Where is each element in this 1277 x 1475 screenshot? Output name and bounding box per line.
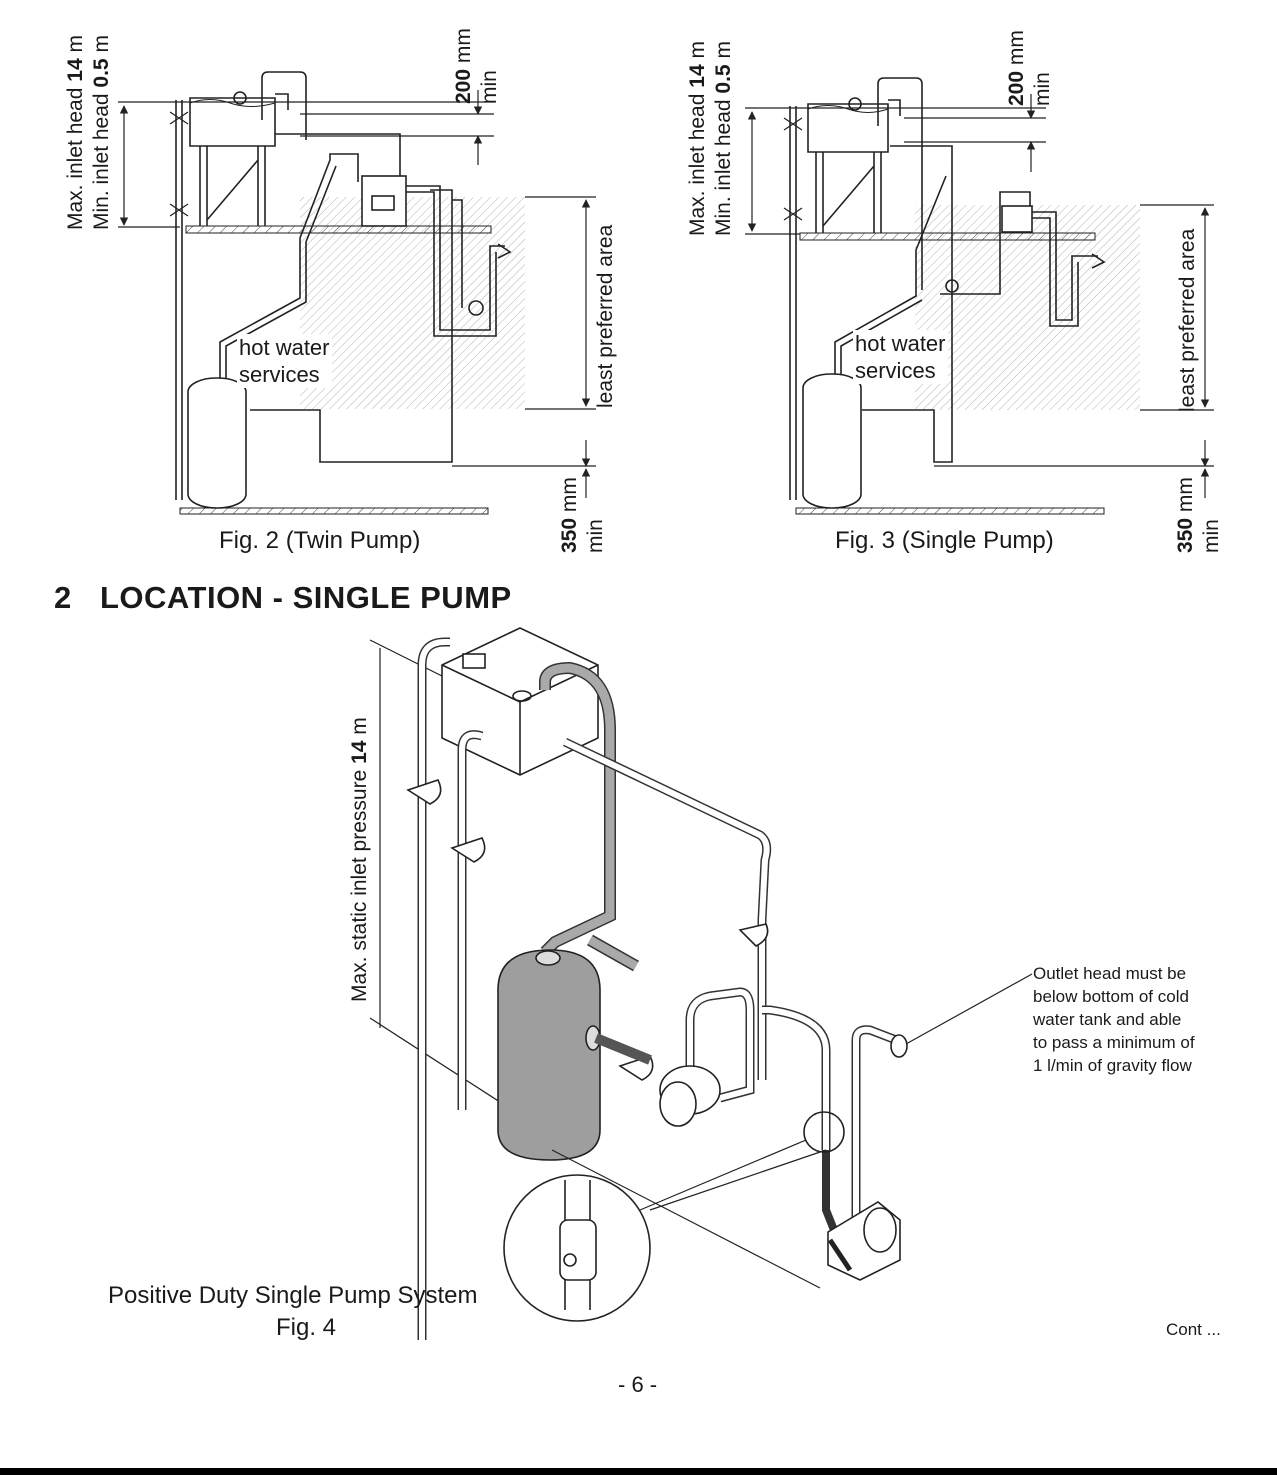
fig3-dimensions xyxy=(745,94,1214,498)
fig2-top-gap-min: min xyxy=(478,70,501,104)
fig2-bottom-gap-label: 350 mm xyxy=(558,477,581,553)
fig4-drawing xyxy=(369,627,1033,1340)
fig2-min-head-label: Min. inlet head 0.5 m xyxy=(90,35,113,230)
fig3-top-gap-min: min xyxy=(1031,72,1054,106)
fig3-hot-water-label: hot water services xyxy=(853,330,948,384)
fig3-bottom-gap-min: min xyxy=(1200,519,1223,553)
fig3-top-gap-label: 200 mm xyxy=(1005,30,1028,106)
fig2-area-label: least preferred area xyxy=(594,224,617,408)
fig2-bottom-gap-min: min xyxy=(584,519,607,553)
fig4-outlet-note: Outlet head must be below bottom of cold… xyxy=(1033,964,1195,1075)
fig2-hot-water-label: hot water services xyxy=(237,334,332,388)
fig3-diagram xyxy=(783,77,1140,515)
top-figures-drawing xyxy=(118,0,1214,515)
fig3-max-head-label: Max. inlet head 14 m xyxy=(686,41,709,236)
fig4-caption-title: Positive Duty Single Pump System xyxy=(108,1282,478,1309)
fig3-min-head-label: Min. inlet head 0.5 m xyxy=(712,41,735,236)
fig3-caption: Fig. 3 (Single Pump) xyxy=(835,527,1054,554)
fig2-dimensions xyxy=(118,90,596,498)
fig3-bottom-gap-label: 350 mm xyxy=(1174,477,1197,553)
fig2-diagram xyxy=(169,71,525,515)
page-bottom-border xyxy=(0,1468,1277,1475)
page-number: - 6 - xyxy=(618,1372,658,1397)
fig4-caption-number: Fig. 4 xyxy=(276,1314,337,1341)
fig4-pressure-label: Max. static inlet pressure 14 m xyxy=(348,717,371,1002)
fig3-area-label: least preferred area xyxy=(1176,228,1199,412)
fig2-caption: Fig. 2 (Twin Pump) xyxy=(219,527,421,554)
fig2-top-gap-label: 200 mm xyxy=(452,28,475,104)
continued-label: Cont ... xyxy=(1166,1320,1221,1339)
fig2-max-head-label: Max. inlet head 14 m xyxy=(64,35,87,230)
